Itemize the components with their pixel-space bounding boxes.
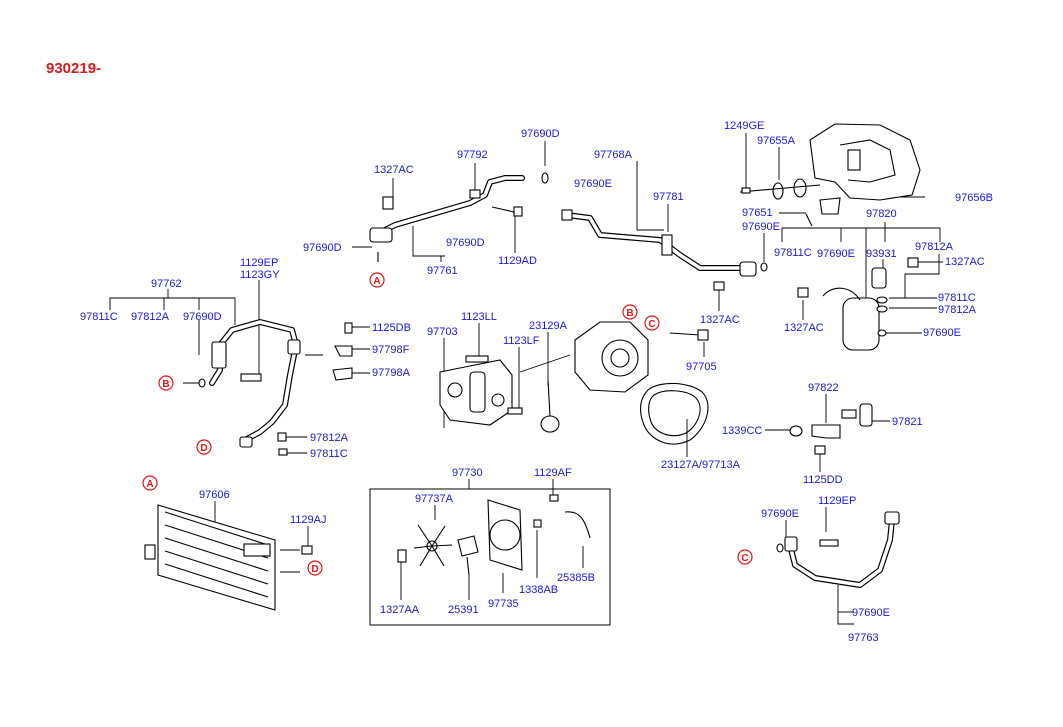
part-label-1129ep: 1129EP [240,257,278,269]
marker-a: A [146,479,153,490]
part-label-1125dd: 1125DD [803,474,843,486]
part-label-97690e: 97690E [742,221,780,233]
part-label-97690d: 97690D [183,311,222,323]
part-label-97606: 97606 [199,489,230,501]
part-label-97651: 97651 [742,207,773,219]
part-label-1129aj: 1129AJ [290,514,327,526]
part-label-25391: 25391 [448,604,479,616]
condenser-fan-assembly [397,494,591,576]
condenser-97606 [144,504,313,611]
part-label-97762: 97762 [151,278,182,290]
part-label-97690e: 97690E [574,178,612,190]
part-label-1123lf: 1123LF [503,335,540,347]
drive-belt-23127A [639,382,709,445]
part-label-97768a: 97768A [594,149,633,161]
part-label-1129ad: 1129AD [498,255,537,267]
part-label-97737a: 97737A [415,493,454,505]
part-label-23127a-97713a: 23127A/97713A [661,459,741,471]
part-label-97811c: 97811C [774,247,812,259]
part-label-97690d: 97690D [521,128,560,140]
part-label-97735: 97735 [488,598,519,610]
part-label-97798f: 97798F [372,344,410,356]
pipe-97822 [789,403,873,455]
marker-d: D [200,443,207,454]
part-label-1249ge: 1249GE [724,120,764,132]
bracket-97798 [332,322,353,381]
part-label-97812a: 97812A [131,311,170,323]
part-label-97812a: 97812A [310,432,349,444]
part-label-1327ac: 1327AC [700,314,740,326]
hose-97763 [776,511,900,588]
part-label-23129a: 23129A [529,320,568,332]
part-label-97690e: 97690E [761,508,799,520]
marker-a: A [373,276,380,287]
part-label-97822: 97822 [808,382,839,394]
part-label-97730: 97730 [452,467,483,479]
part-label-1327ac: 1327AC [374,164,414,176]
part-label-97781: 97781 [653,191,684,203]
part-label-97811c: 97811C [310,448,348,460]
suction-pipe-97781 [561,209,768,291]
marker-c: C [648,319,655,330]
part-label-1339cc: 1339CC [722,425,762,437]
part-label-97705: 97705 [686,361,717,373]
part-label-97812a: 97812A [915,241,954,253]
part-label-97792: 97792 [457,149,488,161]
marker-d: D [311,564,318,575]
diagram-code: 930219- [46,60,101,77]
compressor-97703 [439,321,709,433]
part-label-1327ac: 1327AC [784,322,824,334]
part-label-97820: 97820 [866,208,897,220]
part-label-1327aa: 1327AA [380,604,420,616]
part-label-1327ac: 1327AC [945,256,985,268]
part-label-97763: 97763 [848,632,879,644]
part-label-97690d: 97690D [303,242,342,254]
part-label-97655a: 97655A [757,135,796,147]
part-label-1123ll: 1123LL [461,311,497,323]
part-label-97703: 97703 [427,326,458,338]
part-label-97811c: 97811C [80,311,118,323]
part-label-97821: 97821 [892,416,923,428]
part-label-97656b: 97656B [955,192,993,204]
part-label-97690e: 97690E [852,607,890,619]
part-label-97798a: 97798A [372,367,411,379]
fan-assembly-box-97730 [369,488,611,626]
marker-b: B [626,308,633,319]
part-label-97761: 97761 [427,265,458,277]
part-label-97690d: 97690D [446,237,485,249]
part-label-25385b: 25385B [557,572,595,584]
part-label-1129ep: 1129EP [818,495,856,507]
part-label-1125db: 1125DB [372,322,411,334]
part-label-97812a: 97812A [938,304,977,316]
part-label-97811c: 97811C [938,292,976,304]
part-label-1338ab: 1338AB [519,584,558,596]
discharge-pipe-97761 [369,172,549,262]
marker-c: C [741,553,748,564]
receiver-drier-97820 [797,257,919,351]
marker-b: B [162,379,169,390]
leader-lines [109,133,943,625]
part-label-97690e: 97690E [923,327,961,339]
part-label-97690e: 97690E [817,248,855,260]
evaporator-housing [739,123,921,227]
connection-markers: A A B B C C D D [142,272,753,576]
part-number-labels: 97792 97690D 1327AC 97690D 97690D 97761 … [80,120,993,644]
hose-97762 [198,319,301,456]
part-label-1123gy: 1123GY [240,269,280,281]
part-label-1129af: 1129AF [534,467,572,479]
part-label-93931: 93931 [866,248,897,260]
